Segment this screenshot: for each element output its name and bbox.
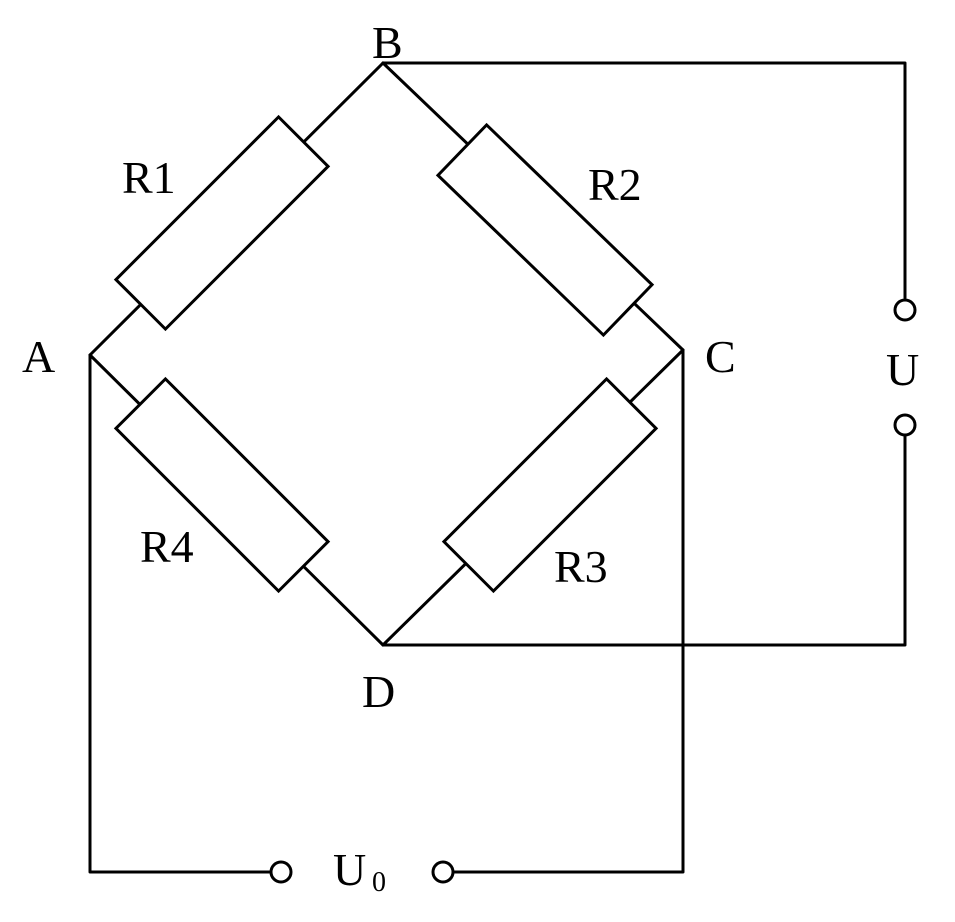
resistor-label-r3: R3 xyxy=(554,541,608,592)
resistor-label-r2: R2 xyxy=(588,159,642,210)
node-label-a: A xyxy=(22,331,55,382)
resistor-r4 xyxy=(113,376,331,594)
supply-wiring xyxy=(381,61,907,647)
output-terminal-right xyxy=(431,860,455,884)
resistor-r3 xyxy=(441,376,659,594)
wire-a-output xyxy=(88,353,272,874)
resistor-label-r1: R1 xyxy=(122,152,176,203)
node-label-b: B xyxy=(372,17,403,68)
wire-c-output xyxy=(452,348,685,874)
node-label-d: D xyxy=(362,666,395,717)
resistor-r2 xyxy=(435,122,655,338)
wire-b-supply xyxy=(381,61,907,300)
wire-supply-d xyxy=(381,434,907,647)
node-label-c: C xyxy=(705,331,736,382)
resistor-r1 xyxy=(113,114,331,332)
output-voltage-subscript: 0 xyxy=(372,867,386,898)
output-terminal-left xyxy=(269,860,293,884)
output-voltage-label: U xyxy=(333,844,366,895)
output-wiring xyxy=(88,348,685,874)
resistor-label-r4: R4 xyxy=(140,521,194,572)
supply-voltage-label: U xyxy=(886,344,919,395)
supply-terminal-top xyxy=(893,298,917,322)
supply-terminal-bottom xyxy=(893,413,917,437)
